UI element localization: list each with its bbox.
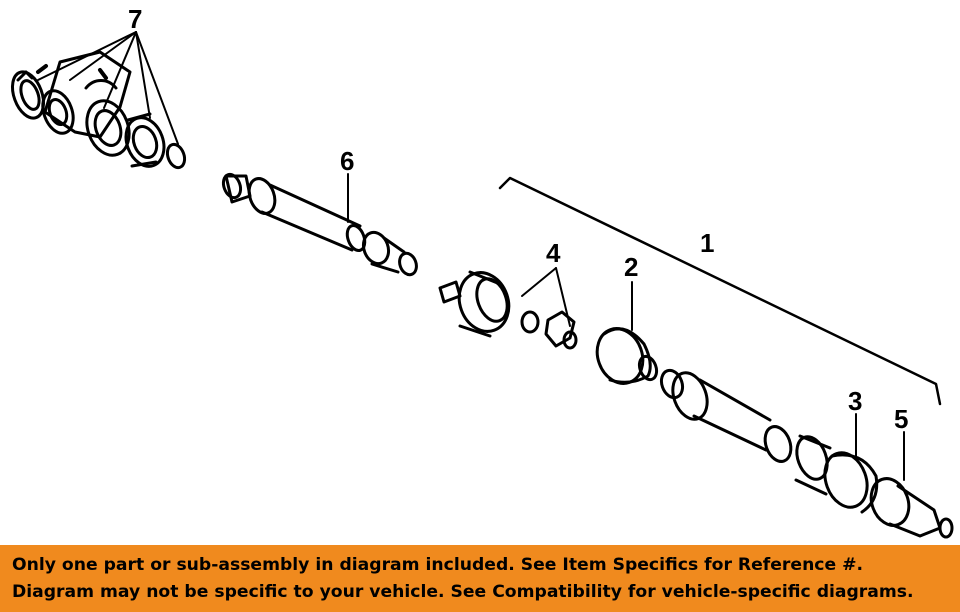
disclaimer-banner: Only one part or sub-assembly in diagram… [0,545,960,612]
callout-5: 5 [894,404,908,434]
part-2-boot [595,327,659,385]
callout-4: 4 [546,238,561,268]
callout-3-5-leaders [855,413,905,481]
part-4-cv-joint [438,270,578,350]
callout-2: 2 [624,252,638,282]
disclaimer-line-1: Only one part or sub-assembly in diagram… [12,555,864,575]
disclaimer-line-2: Diagram may not be specific to your vehi… [12,582,914,602]
callout-1: 1 [700,228,714,258]
axle-exploded-diagram: 1 2 3 4 5 6 7 [10,4,954,539]
part-5-outer-joint [869,477,954,539]
part-6-intermediate-shaft [221,172,418,277]
assembly-1-bracket [498,176,942,406]
part-7-bearing-housing [10,50,187,170]
part-axle-shaft [659,368,832,496]
callout-6: 6 [340,146,354,176]
callout-3: 3 [848,386,862,416]
callout-4-leaders [521,267,571,327]
callout-7-leaders [37,31,179,145]
callout-7: 7 [128,4,142,34]
